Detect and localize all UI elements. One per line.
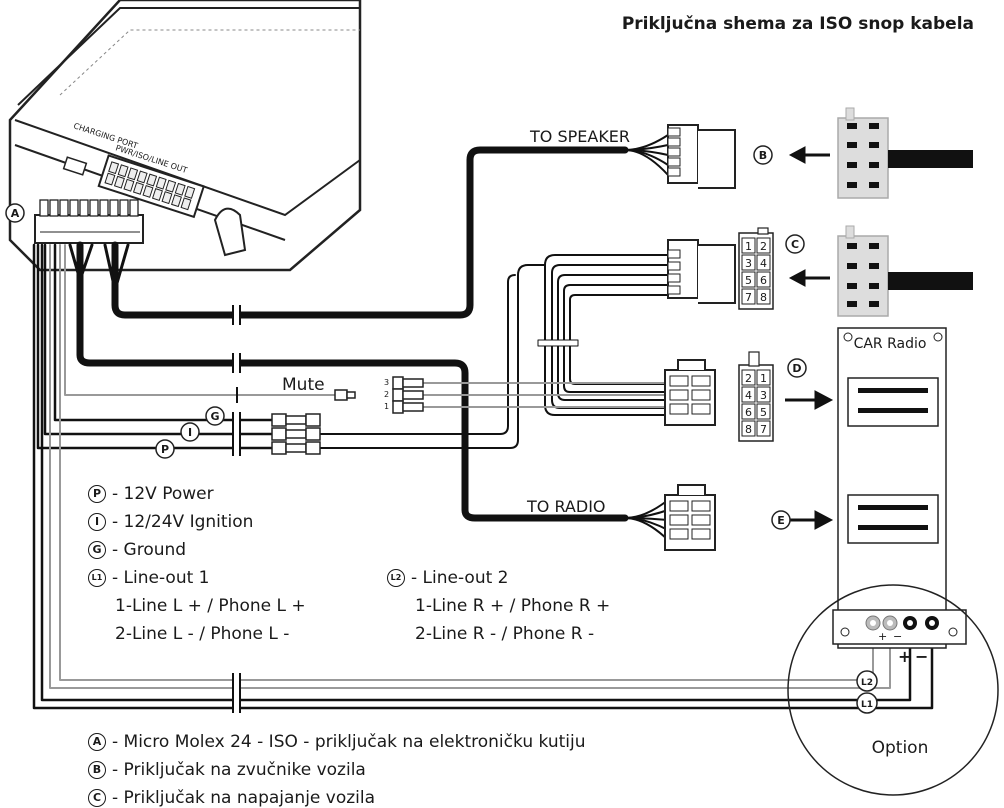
connector-a <box>34 199 144 244</box>
legend-i: I- 12/24V Ignition <box>88 512 253 532</box>
car-radio-label: CAR Radio <box>854 336 927 352</box>
mute-pin-1: 1 <box>384 402 389 411</box>
cable-break-marks <box>232 305 241 713</box>
legend-l1-line-2: 2-Line L - / Phone L - <box>115 624 290 644</box>
legend-p: P- 12V Power <box>88 484 214 504</box>
pin-d-3: 3 <box>760 389 767 402</box>
marker-b: B <box>759 149 767 162</box>
option-circle <box>787 584 999 796</box>
legend-l1-marker: L1 <box>88 569 106 587</box>
pin-c-7: 7 <box>745 291 752 304</box>
marker-a: A <box>11 207 20 220</box>
desc-b-marker: B <box>88 761 106 779</box>
mute-pin-2: 2 <box>384 390 389 399</box>
legend-l2-line-2: 2-Line R - / Phone R - <box>415 624 595 644</box>
desc-c: C- Priključak na napajanje vozila <box>88 788 375 808</box>
pin-c-1: 1 <box>745 240 752 253</box>
pin-c-5: 5 <box>745 274 752 287</box>
option-label: Option <box>872 738 929 758</box>
pin-d-1: 1 <box>760 372 767 385</box>
pin-c-3: 3 <box>745 257 752 270</box>
pin-map-d: 2 1 4 3 6 5 8 7 <box>738 351 774 442</box>
marker-c: C <box>791 238 799 251</box>
desc-a: A- Micro Molex 24 - ISO - priključak na … <box>88 732 586 752</box>
legend-l2-line-1: 1-Line R + / Phone R + <box>415 596 611 616</box>
rca-plus: + <box>898 647 911 666</box>
control-module: CHARGING PORT PWR/ISO/LINE OUT <box>8 0 362 272</box>
pin-c-6: 6 <box>760 274 767 287</box>
pin-d-4: 4 <box>745 389 752 402</box>
vehicle-power-plug <box>837 225 973 317</box>
mute-pin-3: 3 <box>384 378 389 387</box>
iso-radio-connector-e <box>664 484 716 551</box>
pin-c-4: 4 <box>760 257 767 270</box>
legend-l1: L1- Line-out 1 <box>88 568 209 588</box>
arrows <box>785 146 834 530</box>
desc-a-marker: A <box>88 733 106 751</box>
to-speaker-label: TO SPEAKER <box>529 127 630 146</box>
legend-p-marker: P <box>88 485 106 503</box>
marker-g: G <box>210 410 219 423</box>
pin-d-5: 5 <box>760 406 767 419</box>
desc-c-marker: C <box>88 789 106 807</box>
car-radio: CAR Radio + − + − <box>832 327 967 666</box>
iso-radio-connector-d <box>664 359 716 426</box>
rca-minus: − <box>915 647 928 666</box>
rca-plus-small: + <box>878 630 887 643</box>
pin-d-6: 6 <box>745 406 752 419</box>
marker-d: D <box>792 362 801 375</box>
marker-p: P <box>161 443 169 456</box>
to-radio-label: TO RADIO <box>526 497 606 516</box>
vehicle-speaker-plug <box>837 107 973 199</box>
legend-g-marker: G <box>88 541 106 559</box>
bullet-connectors <box>271 376 424 455</box>
pin-d-8: 8 <box>745 423 752 436</box>
pin-c-8: 8 <box>760 291 767 304</box>
diagram-title: Priključna shema za ISO snop kabela <box>621 14 974 34</box>
legend-l2-marker: L2 <box>387 569 405 587</box>
marker-e: E <box>777 514 785 527</box>
power-connector <box>667 239 736 304</box>
connector-markers: A B C D E G I P L2 L1 <box>5 145 878 714</box>
pin-d-7: 7 <box>760 423 767 436</box>
speaker-connector <box>667 124 736 189</box>
desc-b: B- Priključak na zvučnike vozila <box>88 760 366 780</box>
legend-l1-line-1: 1-Line L + / Phone L + <box>115 596 306 616</box>
marker-l1: L1 <box>861 700 873 710</box>
rca-minus-small: − <box>893 630 902 643</box>
marker-i: I <box>188 426 192 439</box>
pin-map-c: 1 2 3 4 5 6 7 8 <box>738 227 774 310</box>
legend-i-marker: I <box>88 513 106 531</box>
pin-d-2: 2 <box>745 372 752 385</box>
legend-l2: L2- Line-out 2 <box>387 568 508 588</box>
marker-l2: L2 <box>861 678 873 688</box>
pin-c-2: 2 <box>760 240 767 253</box>
legend-g: G- Ground <box>88 540 186 560</box>
mute-label: Mute <box>282 375 325 395</box>
